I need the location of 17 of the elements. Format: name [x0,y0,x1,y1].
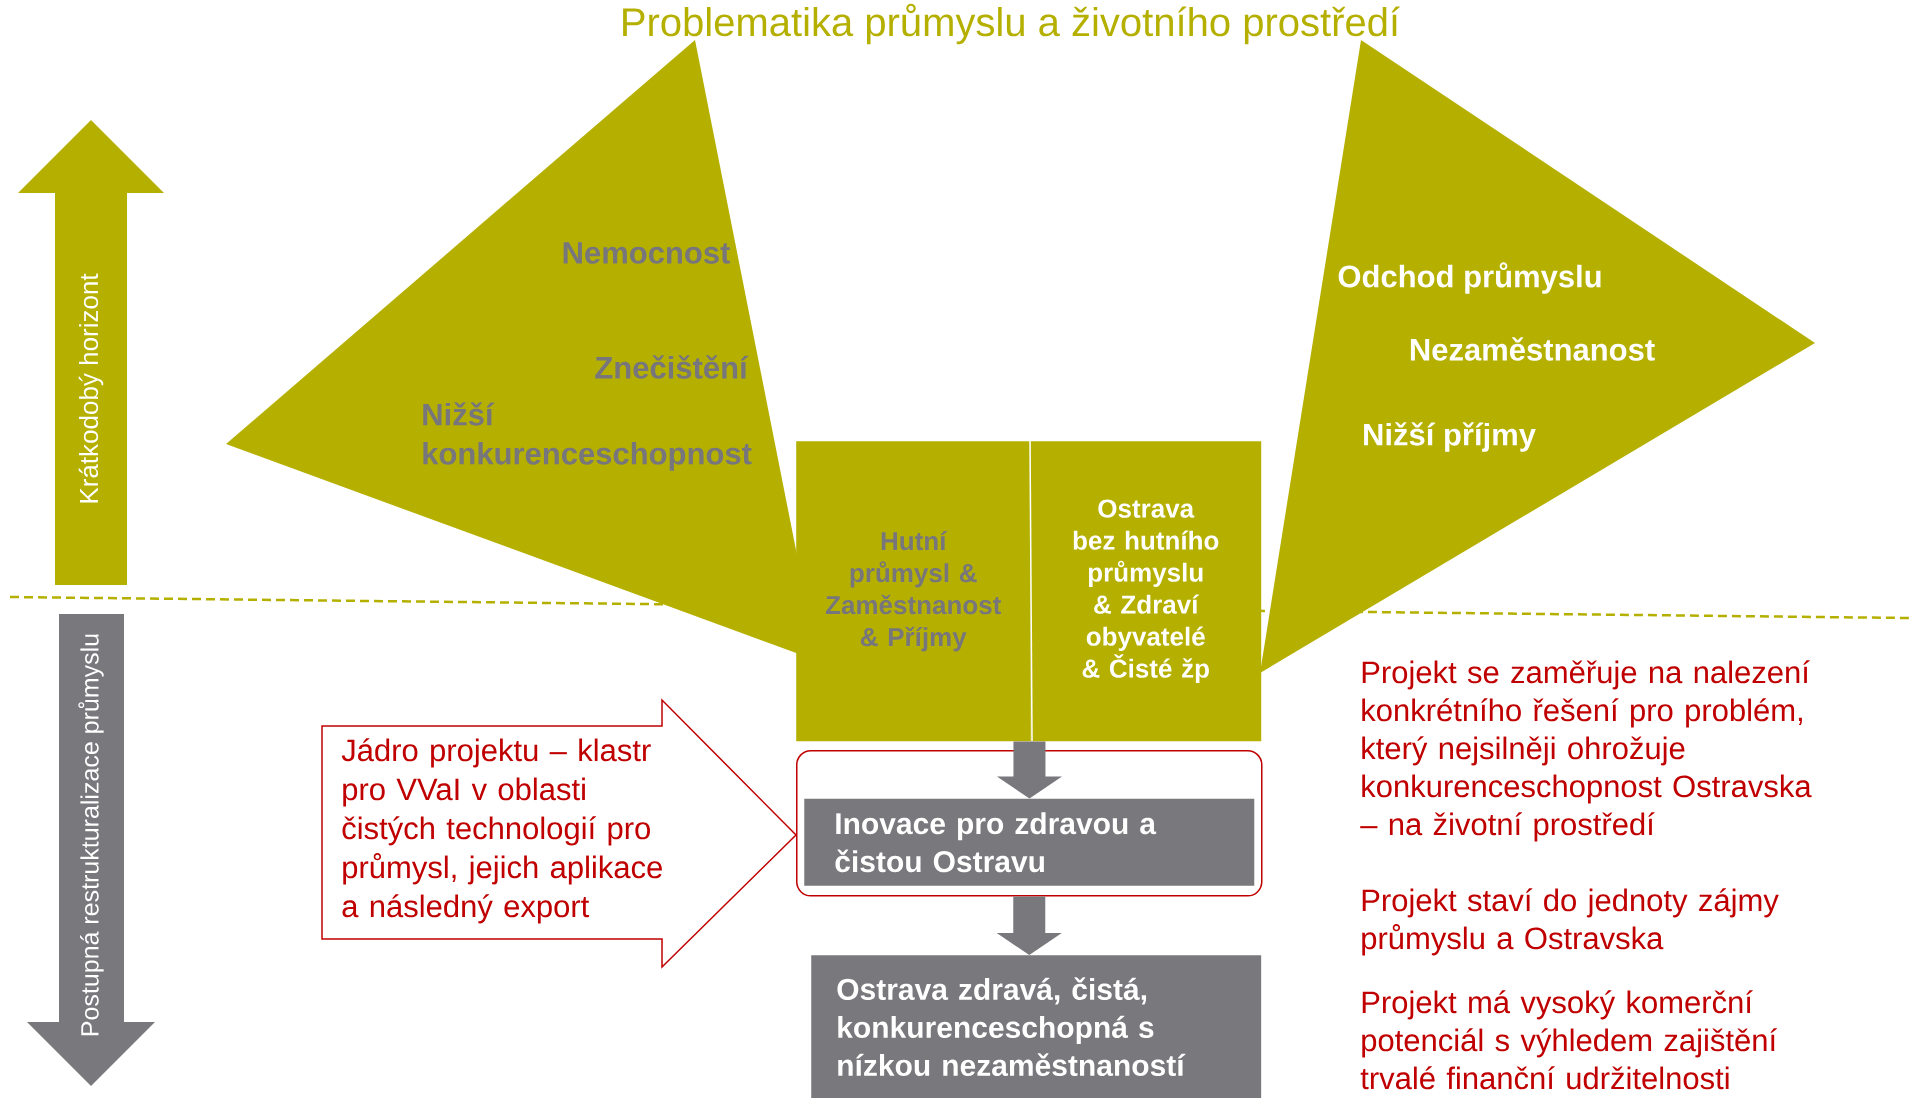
note-text: Projekt staví do jednoty zájmy průmyslu a Ostravska [1362,888,1779,956]
triangle-label: Nemocnost [563,242,730,264]
triangle-label: Odchod průmyslu [1338,262,1601,294]
node-label: Hutní průmysl & Zaměstnanost & Příjmy [825,530,1002,652]
cell-box: Ostrava bez hutního průmyslu & Zdraví obyvatelé & Čisté žp [1030,441,1262,742]
axis-label: Krátkodobý horizont [78,273,104,503]
rounded-frame [796,750,1263,897]
title: Problematika průmyslu a životního prostředí [623,3,1400,45]
triangle-label: Znečištění [595,355,749,379]
result-box: Ostrava zdravá, čistá, konkurenceschopná s nízkou nezaměstnaností [811,955,1262,1098]
cell-box: Hutní průmysl & Zaměstnanost & Příjmy [796,441,1031,742]
note-text: Projekt má vysoký komerční potenciál s výhledem zajištění trvalé finanční udržitelnosti [1360,990,1777,1090]
triangle-label: Nižší příjmy [1364,422,1536,452]
note-text: Projekt se zaměřuje na nalezení konkrétního řešení pro problém, který nejsilněji ohrožuje konkurenceschopnost Ostravska – na životní prostředí [1360,660,1812,842]
triangle-label: Nižší konkurenceschopnost [423,402,752,471]
triangle-label: Nezaměstnanost [1410,337,1655,361]
axis-label: Postupná restrukturalizace průmyslu [78,634,104,1036]
